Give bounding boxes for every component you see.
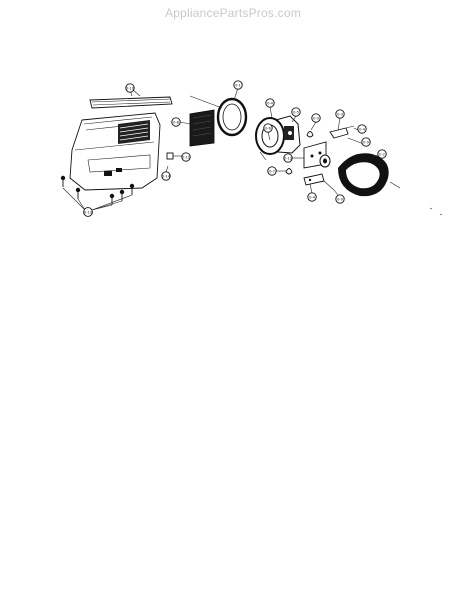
callout-0-4c: 0-4 xyxy=(307,183,317,202)
motor-part xyxy=(255,115,301,161)
callout-0-2: 0-2 xyxy=(371,149,387,159)
svg-text:0-3: 0-3 xyxy=(337,112,343,116)
lower-clip-part xyxy=(303,173,335,191)
top-rail-part xyxy=(89,89,173,109)
callout-0-10: 0-10 xyxy=(125,83,135,97)
vent-grille xyxy=(118,120,150,144)
clip-part xyxy=(329,125,355,139)
callout-0-4b: 0-4 xyxy=(353,124,367,134)
svg-text:0-9: 0-9 xyxy=(337,197,344,201)
callout-0-1: 0-1 xyxy=(233,80,243,101)
callout-0-4a: 0-4 xyxy=(265,98,275,119)
cover-part xyxy=(338,153,401,197)
svg-text:0-9: 0-9 xyxy=(313,116,320,120)
svg-text:0-1: 0-1 xyxy=(235,83,241,87)
callout-0-13: 0-13 xyxy=(83,207,93,217)
svg-text:0-8: 0-8 xyxy=(173,120,180,124)
svg-text:0-9: 0-9 xyxy=(363,140,370,144)
svg-text:0-10: 0-10 xyxy=(126,86,135,90)
svg-text:0-14: 0-14 xyxy=(162,174,171,178)
svg-text:0-7: 0-7 xyxy=(269,169,275,173)
svg-text:0-12: 0-12 xyxy=(284,156,292,160)
svg-text:0-13: 0-13 xyxy=(84,210,92,214)
callout-0-6: 0-6 xyxy=(263,123,273,141)
impeller-part xyxy=(319,154,331,168)
svg-text:0-6: 0-6 xyxy=(265,126,272,130)
small-drop-part-2 xyxy=(285,168,293,175)
svg-text:0-4: 0-4 xyxy=(267,101,274,105)
watermark: AppliancePartsPros.com xyxy=(165,6,301,20)
callout-0-7: 0-7 xyxy=(267,166,286,176)
svg-text:0-2: 0-2 xyxy=(379,152,385,156)
callout-0-9c: 0-9 xyxy=(333,189,345,204)
callout-0-5: 0-5 xyxy=(291,107,301,123)
knob-part xyxy=(166,152,182,160)
ring-gasket-part xyxy=(189,95,248,137)
small-drop-part xyxy=(306,131,314,138)
housing-part xyxy=(69,112,161,191)
filter-part xyxy=(189,109,215,147)
callout-0-12: 0-12 xyxy=(283,153,304,163)
callout-0-11: 0-11 xyxy=(181,152,191,162)
svg-text:0-11: 0-11 xyxy=(182,155,190,159)
screw-group xyxy=(60,175,135,211)
svg-text:0-4: 0-4 xyxy=(359,127,366,131)
callout-0-14: 0-14 xyxy=(161,165,171,181)
callout-0-3: 0-3 xyxy=(335,109,345,131)
callout-0-9b: 0-9 xyxy=(347,137,371,147)
svg-text:0-5: 0-5 xyxy=(293,110,299,114)
callout-0-8: 0-8 xyxy=(171,117,191,127)
callout-0-9a: 0-9 xyxy=(310,113,321,131)
svg-text:0-4: 0-4 xyxy=(309,195,316,199)
